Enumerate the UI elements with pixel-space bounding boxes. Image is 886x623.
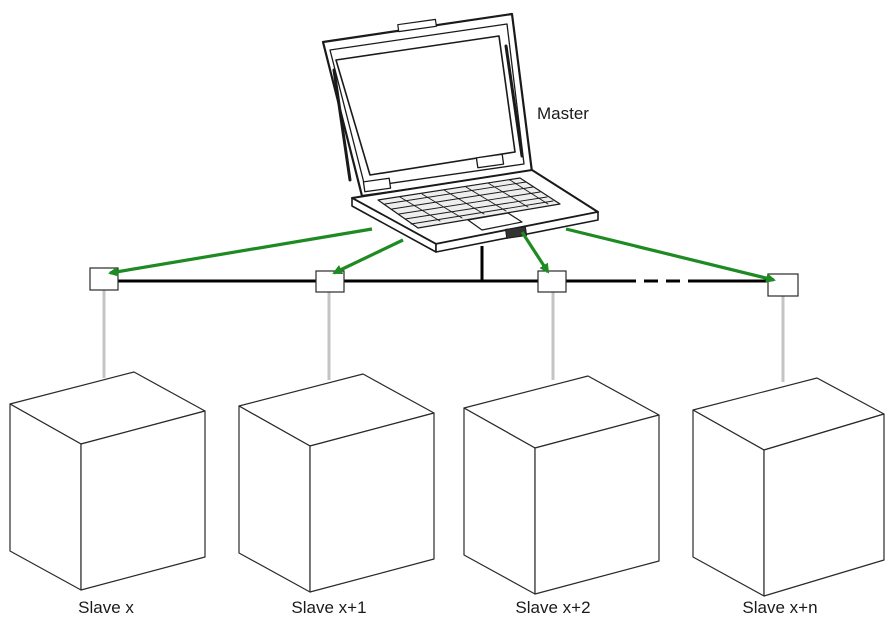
bus-connector-icon [315, 270, 345, 293]
slave-cube-icon [692, 377, 885, 597]
data-arrows [108, 227, 776, 283]
slave-label: Slave x+1 [291, 598, 367, 617]
slave-cube-icon [9, 371, 206, 591]
arrow-to-slave-xn [565, 227, 776, 283]
bus-line [118, 246, 768, 283]
slave-label: Slave x+n [742, 598, 818, 617]
slave-label: Slave x [78, 598, 134, 617]
arrow-to-slave-x [108, 227, 373, 277]
bus-connector-icon [767, 273, 799, 297]
slave-cube-icon [463, 375, 660, 595]
slave-cube-icon [238, 373, 435, 593]
arrow-to-slave-x2 [520, 231, 550, 274]
master-label: Master [537, 104, 589, 123]
bus-connector-icon [537, 270, 567, 293]
laptop-icon [321, 12, 599, 253]
slave-label: Slave x+2 [515, 598, 591, 617]
drop-lines [102, 290, 785, 382]
arrow-to-slave-x1 [332, 238, 404, 275]
